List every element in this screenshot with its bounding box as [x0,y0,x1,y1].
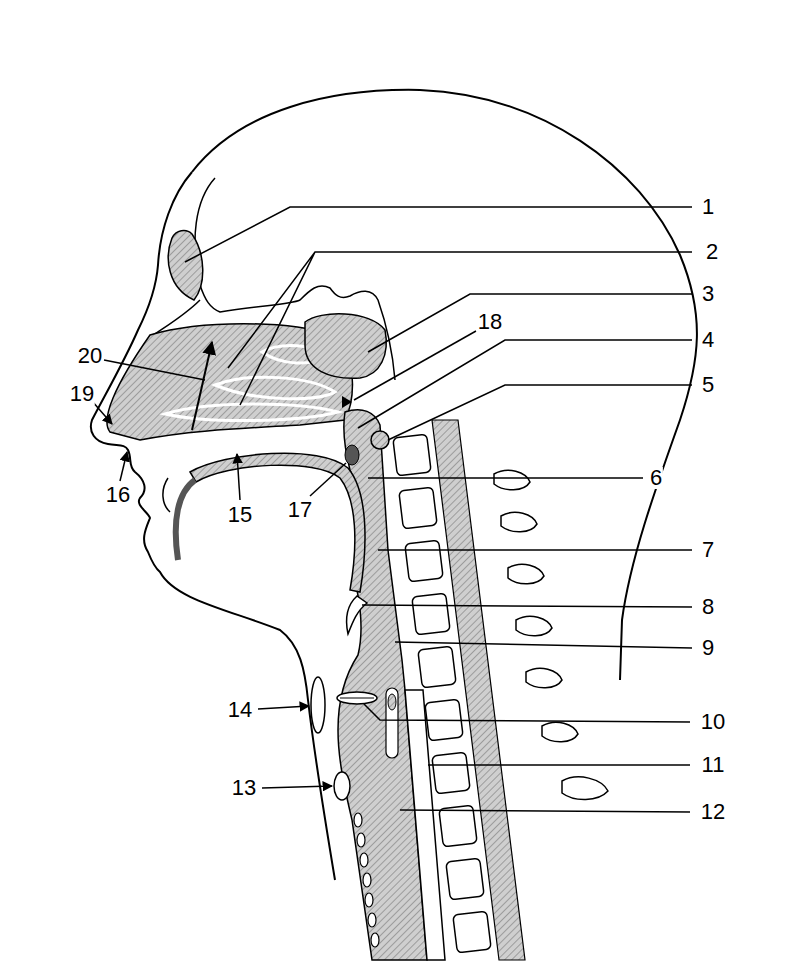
callout-number: 8 [701,596,715,618]
callout-number: 12 [700,801,726,823]
middle-turbinate [215,377,335,399]
callout-number: 9 [701,637,715,659]
callout-number: 6 [649,467,663,489]
spinous-process [494,470,530,489]
vertebra [405,540,443,582]
sphenoid-sinus [305,314,386,378]
lip-outline [163,478,170,512]
leader-line [354,331,476,400]
tube-opening [345,445,359,465]
leader-line [378,549,692,551]
trachea-ring [365,893,373,907]
vertebra [446,858,484,900]
trachea-ring [354,813,362,827]
leader-line [362,605,692,607]
cricoid-cartilage [334,772,350,800]
callout-number: 20 [77,345,103,367]
callout-number: 4 [701,329,715,351]
leader-line [228,252,692,405]
inferior-turbinate [165,404,338,421]
arytenoid-oval [388,694,396,710]
callout-number: 7 [701,539,715,561]
leader-line [358,340,692,428]
callout-number: 14 [227,699,253,721]
trachea-ring [357,833,365,847]
callout-number: 13 [231,777,257,799]
spinous-process [542,722,578,741]
vertebra [393,434,431,476]
callout-number: 16 [105,484,131,506]
leader-line [428,764,690,766]
leader-arrows [92,401,332,788]
face-outline [91,172,335,880]
leader-arrow [237,454,240,500]
leader-line [364,704,690,722]
trachea-ring [371,933,379,947]
spinal-canal [432,420,525,960]
spinous-process [562,777,608,800]
callout-number: 1 [701,196,715,218]
leader-arrow [258,706,309,709]
airflow-arrow [192,342,212,430]
thyroid-cartilage [311,677,325,733]
leader-arrow [262,786,332,788]
choana-arrow [342,396,352,408]
arytenoid [386,688,398,758]
palate [190,453,365,592]
leader-line [388,385,692,440]
trachea-ring [363,873,371,887]
callout-number: 17 [287,499,313,521]
callout-number: 18 [477,311,503,333]
atlas-arch [371,431,389,449]
spinous-process [508,564,544,583]
vertebra [432,752,470,794]
spinous-process [526,668,562,687]
vertebra [439,805,477,847]
callout-number: 5 [701,374,715,396]
leader-line [185,207,692,262]
trachea-ring [368,913,376,927]
leader-line [368,477,643,479]
trachea-rings [354,813,379,947]
callout-number: 15 [227,504,253,526]
trachea-ring [360,853,368,867]
vertebra [412,593,450,635]
vocal-cord-line [340,698,374,699]
leader-line [310,463,346,496]
callout-number: 3 [701,283,715,305]
spinous-process [516,616,552,635]
leader-lines [104,207,692,812]
callout-number: 2 [705,241,719,263]
epiglottis [347,596,367,634]
leader-line [395,642,692,648]
leader-line [104,360,205,380]
head-outline [192,90,697,680]
vertebra [418,646,456,688]
vertebra [453,911,491,953]
callout-number: 11 [701,754,726,776]
callout-number: 19 [69,383,95,405]
spinous-processes [494,470,608,799]
callout-number: 10 [700,711,726,733]
leader-arrow [120,452,127,481]
leader-line [368,294,692,352]
lip-line [176,480,195,560]
spinous-process [501,512,537,531]
vertebra [399,487,437,529]
leader-line [400,810,690,812]
vertebrae [393,434,491,953]
frontal-sinus [168,231,202,300]
vocal-cords [337,692,377,704]
